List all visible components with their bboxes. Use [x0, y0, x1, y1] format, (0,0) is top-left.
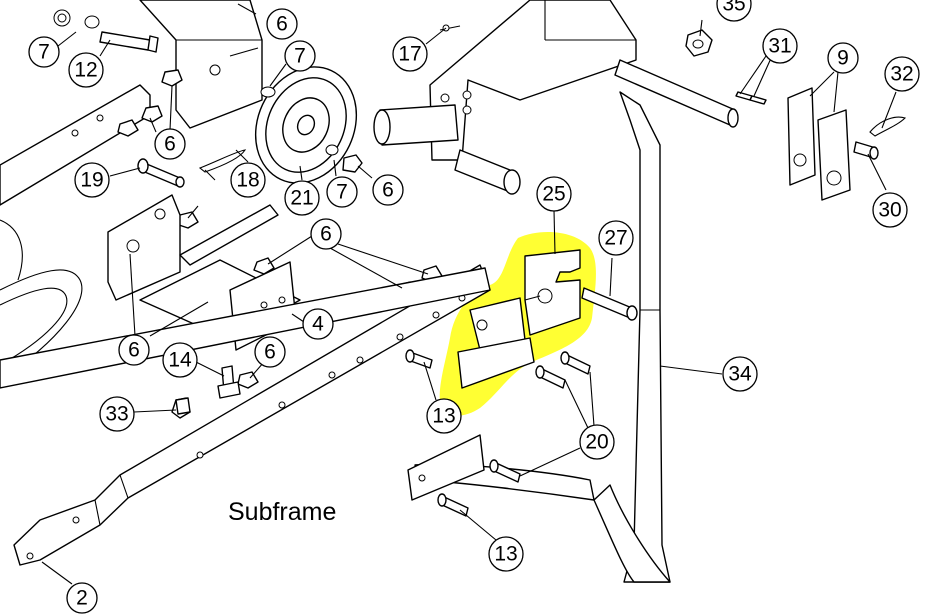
- pin-19: [137, 158, 185, 188]
- callout-32: 32: [884, 56, 920, 92]
- hairpin-18: [198, 149, 247, 181]
- svg-text:21: 21: [290, 187, 313, 210]
- svg-text:25: 25: [542, 183, 565, 206]
- callout-25: 25: [536, 176, 572, 212]
- callout-31: 31: [762, 28, 798, 64]
- callout-6: 6: [118, 334, 150, 366]
- callout-13: 13: [488, 536, 524, 572]
- svg-text:17: 17: [398, 43, 421, 66]
- callout-21: 21: [284, 180, 320, 216]
- callout-18: 18: [230, 162, 266, 198]
- callout-19: 19: [74, 162, 110, 198]
- callout-4: 4: [302, 308, 334, 340]
- callout-14: 14: [162, 342, 198, 378]
- callout-6: 6: [254, 336, 286, 368]
- svg-text:4: 4: [312, 313, 324, 336]
- callout-9: 9: [827, 42, 859, 74]
- diagram-caption: Subframe: [228, 498, 336, 526]
- leader-lines: [41, 3, 897, 585]
- callout-7: 7: [326, 176, 358, 208]
- callout-2: 2: [66, 582, 98, 614]
- pin-30: [853, 141, 879, 160]
- svg-text:19: 19: [80, 169, 103, 192]
- callout-6: 6: [266, 8, 298, 40]
- callout-13: 13: [426, 398, 462, 434]
- belt: [0, 219, 83, 381]
- svg-text:13: 13: [494, 543, 517, 566]
- callout-35: 35: [716, 0, 752, 22]
- plates-9: [787, 87, 851, 201]
- frame-top-right: [373, 0, 739, 195]
- top-bracket: [53, 0, 263, 129]
- callout-17: 17: [392, 36, 428, 72]
- svg-text:12: 12: [74, 59, 97, 82]
- svg-text:6: 6: [320, 223, 332, 246]
- upper-rail: [0, 84, 151, 206]
- svg-text:14: 14: [168, 349, 192, 372]
- svg-text:33: 33: [105, 403, 128, 426]
- callout-6: 6: [154, 128, 186, 160]
- svg-text:6: 6: [164, 133, 176, 156]
- svg-text:30: 30: [878, 199, 901, 222]
- bolt-13-upper: [405, 349, 433, 369]
- svg-text:6: 6: [128, 339, 140, 362]
- callout-7: 7: [28, 36, 60, 68]
- bolt-14: [217, 365, 241, 399]
- callout-33: 33: [99, 396, 135, 432]
- bolt-33: [175, 397, 191, 415]
- callout-12: 12: [68, 52, 104, 88]
- svg-text:6: 6: [382, 179, 394, 202]
- callout-6: 6: [310, 218, 342, 250]
- svg-text:18: 18: [236, 169, 259, 192]
- svg-text:35: 35: [722, 0, 745, 16]
- handle-34: [407, 91, 671, 583]
- svg-text:7: 7: [294, 45, 306, 68]
- svg-text:2: 2: [76, 587, 88, 610]
- svg-text:32: 32: [890, 63, 913, 86]
- svg-text:6: 6: [276, 13, 288, 36]
- callout-6: 6: [372, 174, 404, 206]
- nut-35: [685, 29, 713, 57]
- svg-text:6: 6: [264, 341, 276, 364]
- svg-text:20: 20: [585, 431, 608, 454]
- svg-text:7: 7: [336, 181, 348, 204]
- svg-text:13: 13: [432, 405, 455, 428]
- svg-text:34: 34: [728, 363, 752, 386]
- svg-text:9: 9: [837, 47, 849, 70]
- callout-7: 7: [284, 40, 316, 72]
- callout-30: 30: [872, 192, 908, 228]
- bolt-27: [581, 287, 638, 321]
- part-25-plate: [457, 249, 581, 389]
- svg-text:7: 7: [38, 41, 50, 64]
- clip-32: [869, 116, 907, 137]
- svg-text:27: 27: [604, 227, 627, 250]
- svg-text:31: 31: [768, 35, 791, 58]
- bolts-20: [489, 351, 591, 483]
- callout-34: 34: [722, 356, 758, 392]
- callout-27: 27: [598, 220, 634, 256]
- callout-20: 20: [579, 424, 615, 460]
